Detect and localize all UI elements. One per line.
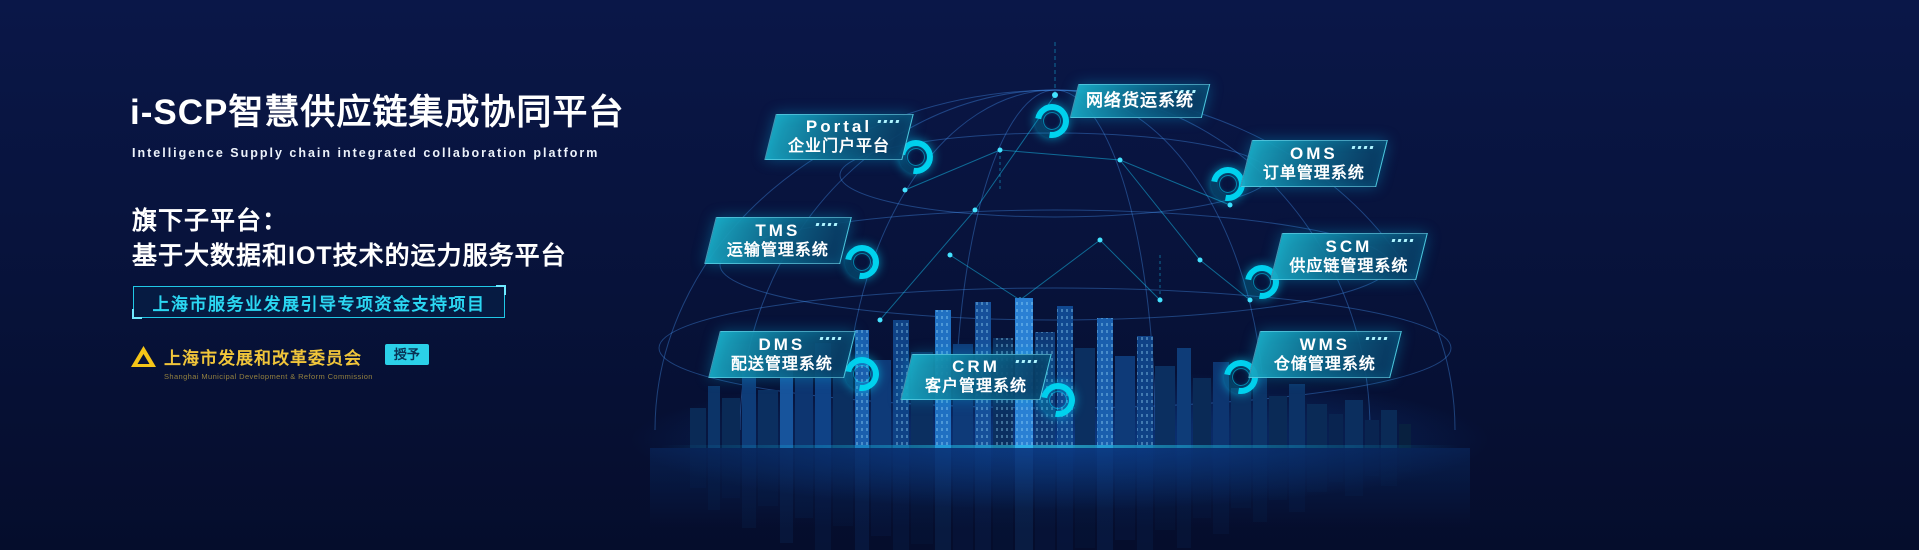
system-node-portal: Portal 企业门户平台 — [764, 114, 914, 160]
system-name: 运输管理系统 — [726, 241, 829, 259]
system-name: 客户管理系统 — [924, 378, 1027, 395]
system-node-scm: SCM 供应链管理系统 — [1270, 233, 1428, 280]
system-node-crm: CRM 客户管理系统 — [900, 354, 1052, 400]
system-node-wms: WMS 仓储管理系统 — [1248, 331, 1402, 378]
system-abbr: OMS — [1290, 143, 1338, 163]
system-abbr: DMS — [758, 334, 806, 354]
system-name: 仓储管理系统 — [1273, 355, 1376, 373]
horizon-glow-line — [660, 445, 1460, 448]
system-node-freight: 网络货运系统 — [1069, 84, 1211, 118]
system-name: 配送管理系统 — [730, 355, 833, 373]
system-abbr: Portal — [805, 117, 873, 136]
system-abbr: WMS — [1299, 334, 1351, 354]
system-node-tms: TMS 运输管理系统 — [704, 217, 852, 264]
system-name: 订单管理系统 — [1262, 164, 1365, 182]
system-abbr: TMS — [755, 220, 801, 240]
system-abbr: SCM — [1325, 236, 1373, 256]
system-name: 供应链管理系统 — [1289, 257, 1409, 275]
system-name: 企业门户平台 — [787, 138, 890, 155]
city-reflection — [650, 448, 1470, 528]
system-abbr: CRM — [952, 357, 1000, 376]
system-name: 网络货运系统 — [1086, 91, 1194, 110]
system-node-dms: DMS 配送管理系统 — [708, 331, 856, 378]
system-node-oms: OMS 订单管理系统 — [1240, 140, 1388, 187]
